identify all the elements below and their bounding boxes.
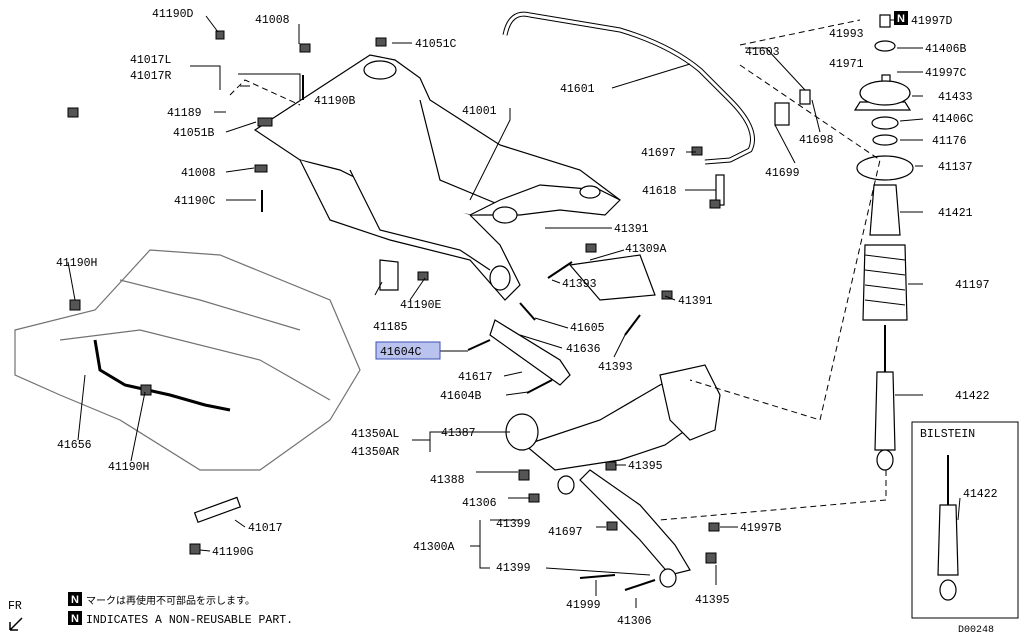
label-41433: 41433 bbox=[938, 91, 973, 104]
label-41387: 41387 bbox=[441, 427, 476, 440]
label-41699: 41699 bbox=[765, 167, 800, 180]
label-41697-bottom: 41697 bbox=[548, 526, 583, 539]
label-41618: 41618 bbox=[642, 185, 677, 198]
label-41051B: 41051B bbox=[173, 127, 215, 140]
label-41300A: 41300A bbox=[413, 541, 455, 554]
label-41391-upper: 41391 bbox=[614, 223, 649, 236]
label-41697-top: 41697 bbox=[641, 147, 676, 160]
label-41406B: 41406B bbox=[925, 43, 967, 56]
label-41422: 41422 bbox=[955, 390, 990, 403]
leader-lines bbox=[67, 15, 961, 608]
legend-n-box-1 bbox=[68, 592, 82, 606]
label-41350AL: 41350AL bbox=[351, 428, 399, 441]
label-41422-bilstein: 41422 bbox=[963, 488, 998, 501]
rear-frame-drawing bbox=[14, 249, 361, 471]
label-41971: 41971 bbox=[829, 58, 864, 71]
bilstein-title: BILSTEIN bbox=[920, 428, 975, 441]
label-41993: 41993 bbox=[829, 28, 864, 41]
label-41636: 41636 bbox=[566, 343, 601, 356]
non-reusable-marker-41997D bbox=[894, 11, 908, 25]
label-41185: 41185 bbox=[373, 321, 408, 334]
bilstein-shock-drawing bbox=[937, 455, 959, 601]
label-41391-lower: 41391 bbox=[678, 295, 713, 308]
label-41001: 41001 bbox=[462, 105, 497, 118]
label-41421: 41421 bbox=[938, 207, 973, 220]
non-reusable-marker-41997D-letter: N bbox=[897, 13, 905, 25]
legend-english-text: INDICATES A NON-REUSABLE PART. bbox=[86, 614, 293, 627]
label-41604C: 41604C bbox=[380, 346, 422, 359]
label-41601: 41601 bbox=[560, 83, 595, 96]
label-41399-bottom: 41399 bbox=[496, 562, 531, 575]
label-41350AR: 41350AR bbox=[351, 446, 399, 459]
label-41190C: 41190C bbox=[174, 195, 216, 208]
label-41190E: 41190E bbox=[400, 299, 442, 312]
label-41017: 41017 bbox=[248, 522, 283, 535]
label-41999: 41999 bbox=[566, 599, 601, 612]
label-41189: 41189 bbox=[167, 107, 202, 120]
label-41617: 41617 bbox=[458, 371, 493, 384]
label-41656: 41656 bbox=[57, 439, 92, 452]
label-41190B: 41190B bbox=[314, 95, 356, 108]
label-41393-right: 41393 bbox=[598, 361, 633, 374]
legend-n-letter-2: N bbox=[71, 613, 79, 625]
fr-label: FR bbox=[8, 600, 22, 613]
legend: N マークは再使用不可部品を示します。 N INDICATES A NON-RE… bbox=[68, 592, 293, 627]
label-41190G: 41190G bbox=[212, 546, 254, 559]
legend-japanese-text: マークは再使用不可部品を示します。 bbox=[86, 594, 255, 607]
crossmember-41001-drawing bbox=[253, 54, 621, 301]
label-41137: 41137 bbox=[938, 161, 973, 174]
label-41309A: 41309A bbox=[625, 243, 667, 256]
label-41603: 41603 bbox=[745, 46, 780, 59]
label-41008-mid: 41008 bbox=[181, 167, 216, 180]
legend-n-box-2 bbox=[68, 611, 82, 625]
label-41197: 41197 bbox=[955, 279, 990, 292]
label-41997B: 41997B bbox=[740, 522, 782, 535]
label-41604B: 41604B bbox=[440, 390, 482, 403]
label-41395-bottom: 41395 bbox=[695, 594, 730, 607]
label-41190H-bottom: 41190H bbox=[108, 461, 149, 474]
fr-arrow-icon bbox=[9, 617, 23, 631]
label-41017R: 41017R bbox=[130, 70, 172, 83]
label-41698: 41698 bbox=[799, 134, 834, 147]
label-41997D: 41997D bbox=[911, 15, 953, 28]
label-41399-top: 41399 bbox=[496, 518, 531, 531]
strut-assembly-drawing bbox=[853, 14, 914, 471]
label-41017L: 41017L bbox=[130, 54, 172, 67]
legend-n-letter-1: N bbox=[71, 594, 79, 606]
diagram-code: D00248 bbox=[958, 625, 994, 636]
label-41395-top: 41395 bbox=[628, 460, 663, 473]
label-41406C: 41406C bbox=[932, 113, 974, 126]
hardware-markers bbox=[67, 30, 721, 591]
label-41997C: 41997C bbox=[925, 67, 967, 80]
lateral-arms-drawing bbox=[489, 254, 721, 588]
label-41306-top: 41306 bbox=[462, 497, 497, 510]
highlight-41604C bbox=[375, 341, 441, 360]
label-41008-top: 41008 bbox=[255, 14, 290, 27]
part-labels: 41190D 41008 41051C 41017L 41017R 41190B… bbox=[56, 8, 998, 628]
label-41393-left: 41393 bbox=[562, 278, 597, 291]
bilstein-inset-frame bbox=[911, 421, 1019, 619]
label-41306-bottom: 41306 bbox=[617, 615, 652, 628]
bracket-41017-drawing bbox=[193, 496, 242, 523]
stabilizer-bar-41601-drawing bbox=[502, 11, 811, 206]
front-direction-indicator: FR bbox=[8, 600, 23, 631]
label-41190D: 41190D bbox=[152, 8, 194, 21]
label-41605: 41605 bbox=[570, 322, 605, 335]
label-41051C: 41051C bbox=[415, 38, 457, 51]
label-41176: 41176 bbox=[932, 135, 967, 148]
label-41388: 41388 bbox=[430, 474, 465, 487]
label-41190H-top: 41190H bbox=[56, 257, 97, 270]
